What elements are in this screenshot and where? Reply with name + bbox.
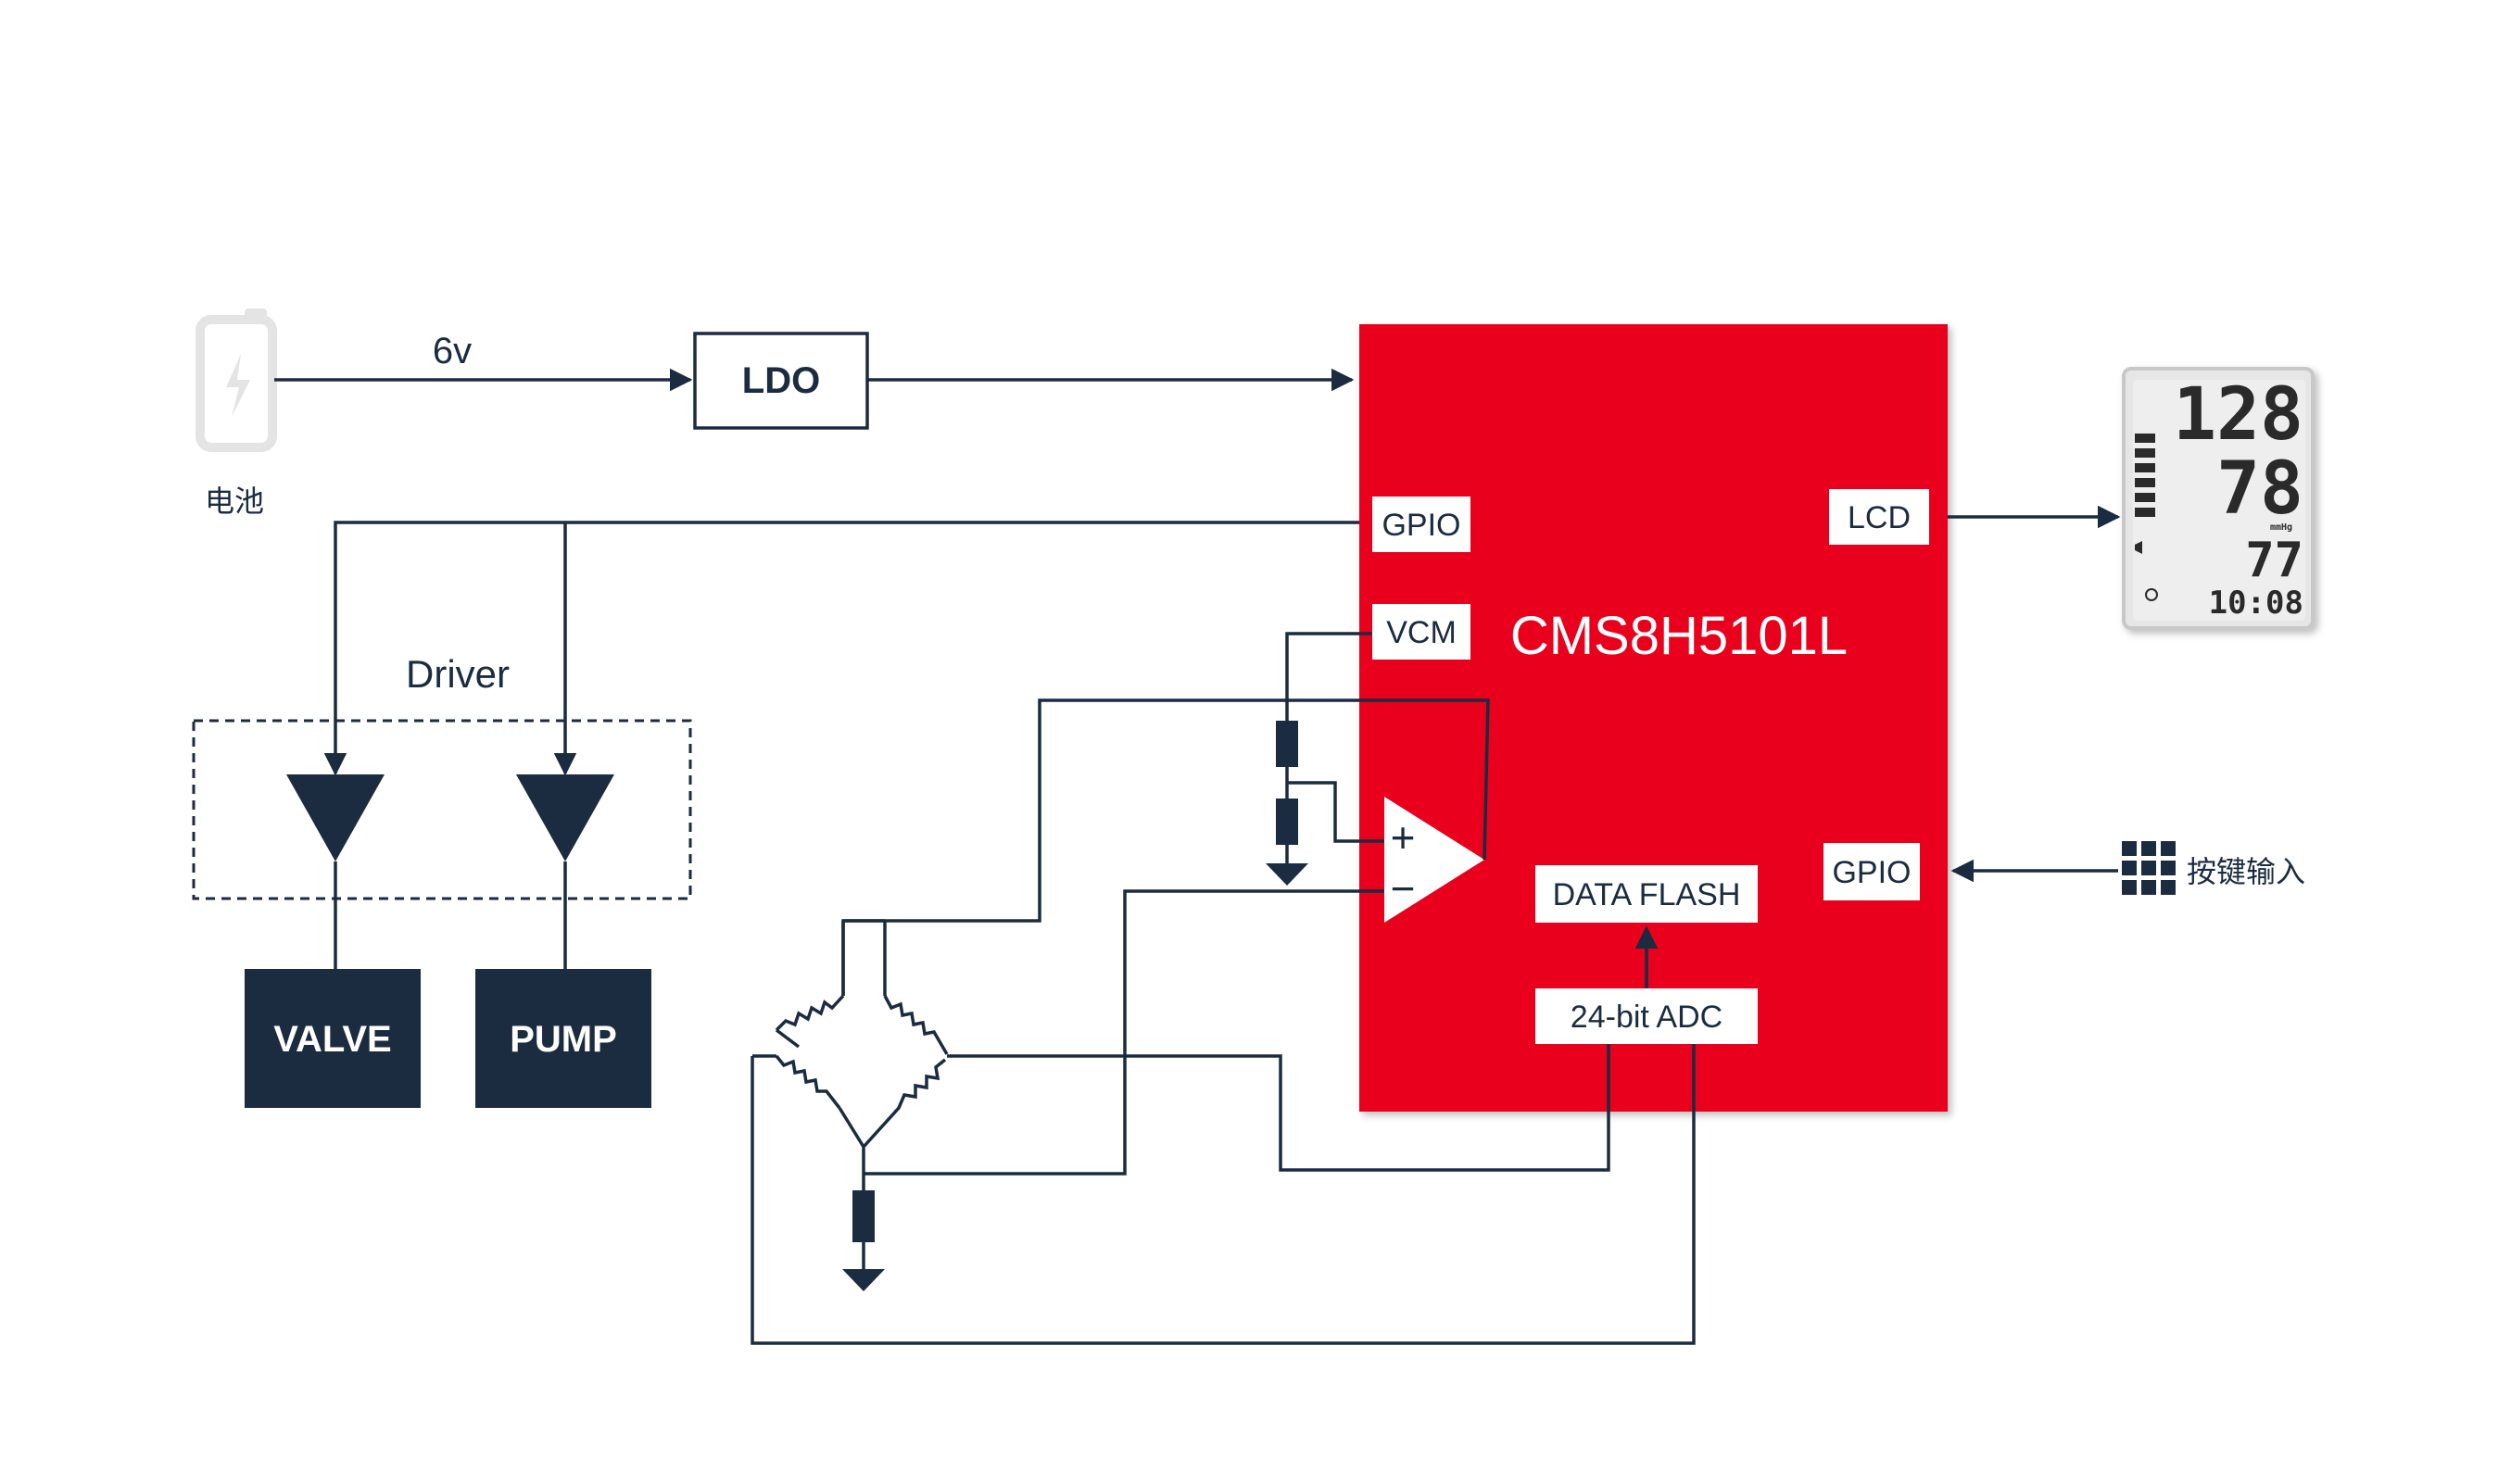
user-icon	[2145, 588, 2158, 601]
opamp-minus: −	[1391, 864, 1416, 912]
svg-text:VCM: VCM	[1386, 615, 1457, 650]
svg-text:GPIO: GPIO	[1382, 508, 1460, 543]
speaker-icon	[2135, 541, 2142, 554]
bridge-resistor	[852, 1190, 875, 1242]
bridge-feedback-wire	[864, 889, 1384, 1176]
vcm-resistor-bottom	[1276, 799, 1298, 845]
vcm-resistor-top	[1276, 721, 1298, 767]
battery-icon	[196, 308, 277, 452]
diastolic-value: 78	[2216, 447, 2303, 531]
pressure-sensor-bridge	[752, 919, 962, 1291]
svg-text:VALVE: VALVE	[273, 1019, 391, 1060]
ldo-box	[693, 332, 869, 430]
vcm-reference-network	[1266, 632, 1384, 886]
data-flash-block: DATA FLASH	[1535, 865, 1758, 923]
pump-block: PUMP	[475, 969, 651, 1108]
svg-text:LCD: LCD	[1848, 500, 1911, 535]
ldo-label: LDO	[742, 360, 820, 401]
voltage-label: 6v	[433, 331, 472, 371]
opamp-plus: +	[1391, 813, 1416, 861]
svg-text:24-bit ADC: 24-bit ADC	[1571, 1000, 1722, 1035]
keypad-label: 按键输入	[2187, 855, 2305, 888]
driver-label: Driver	[406, 652, 510, 696]
svg-text:DATA FLASH: DATA FLASH	[1553, 877, 1741, 912]
keypad-icon	[2122, 841, 2176, 895]
unit-label: mmHg	[2270, 522, 2292, 533]
svg-text:GPIO: GPIO	[1832, 855, 1911, 890]
adc-block: 24-bit ADC	[1535, 988, 1758, 1044]
mcu-name: CMS8H5101L	[1510, 606, 1848, 666]
battery-label: 电池	[205, 484, 264, 518]
pin-gpio-right: GPIO	[1823, 843, 1920, 900]
systolic-value: 128	[2173, 373, 2303, 457]
svg-text:PUMP: PUMP	[510, 1019, 617, 1060]
time-value: 10:08	[2209, 585, 2303, 622]
op-amp: + −	[1384, 797, 1484, 923]
pulse-value: 77	[2245, 533, 2303, 588]
gpio-to-valve-driver-wire	[323, 521, 1359, 776]
bridge-ground-icon	[842, 1269, 885, 1291]
mcu-chip	[1359, 324, 1948, 1112]
lcd-display: 128 78 mmHg 77 10:08	[2122, 367, 2315, 630]
driver-group	[192, 719, 692, 900]
pin-lcd: LCD	[1829, 489, 1929, 545]
ground-icon	[1266, 863, 1308, 886]
pin-gpio-left: GPIO	[1372, 497, 1470, 552]
pump-driver-triangle	[516, 774, 614, 861]
valve-block: VALVE	[245, 969, 421, 1108]
valve-driver-triangle	[286, 774, 385, 861]
bridge-to-adc-negative-wire	[751, 1044, 1696, 1345]
bridge-to-adc-positive-wire	[962, 1044, 1610, 1172]
pin-vcm: VCM	[1372, 604, 1470, 660]
